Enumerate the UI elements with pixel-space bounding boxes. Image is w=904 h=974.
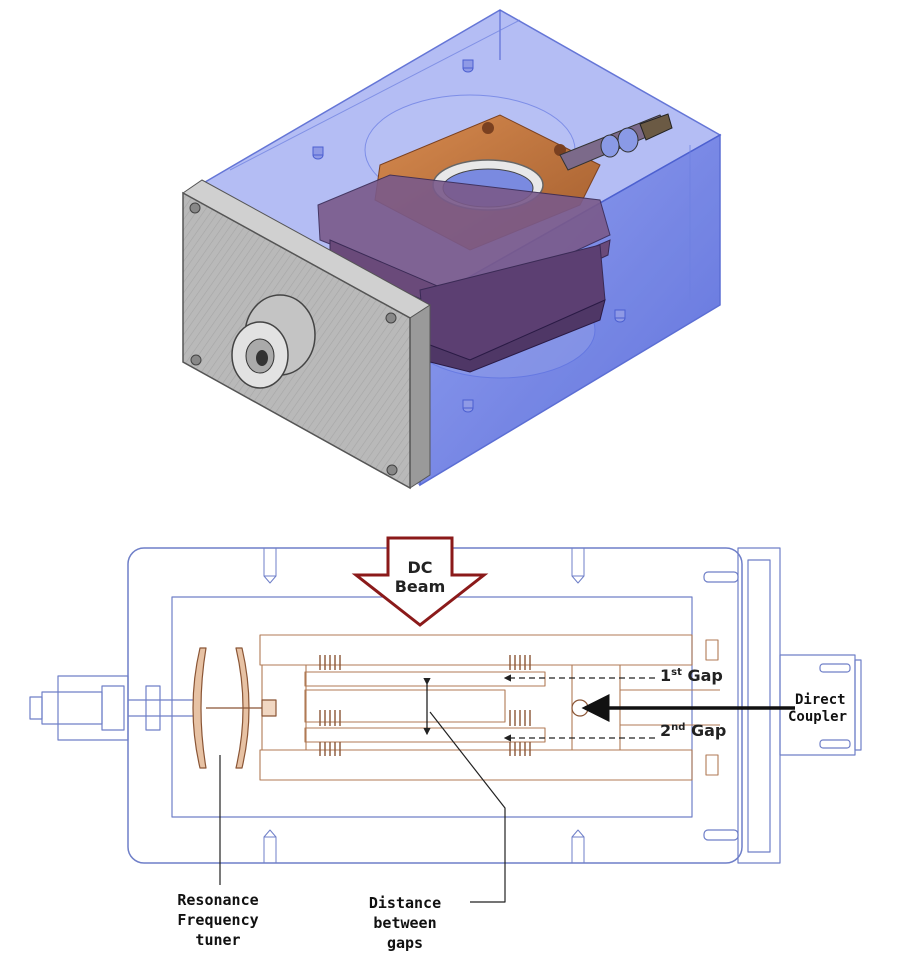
gap1-label: 1st Gap	[660, 666, 723, 685]
spring-stacks	[319, 655, 531, 756]
end-plate-3d	[182, 179, 431, 490]
dc-beam-arrow: DC Beam	[351, 536, 489, 627]
housing-bolts	[263, 547, 585, 864]
tuner-label-1: Resonance	[177, 891, 258, 909]
dc-beam-label-1: DC	[407, 558, 432, 577]
tuner-label-2: Frequency	[177, 911, 258, 929]
3d-render	[182, 9, 722, 490]
tuner-label-3: tuner	[195, 931, 240, 949]
distance-label-2: between	[373, 914, 436, 932]
distance-leader	[429, 711, 506, 903]
gap-plates	[317, 174, 611, 373]
coupler-rod-3d	[559, 113, 673, 171]
coupler-label-2: Coupler	[788, 709, 847, 725]
end-plate-outline	[703, 547, 862, 864]
distance-label-1: Distance	[369, 894, 441, 912]
gap2-label: 2nd Gap	[660, 721, 726, 740]
tuner-shaft-outline	[29, 675, 200, 741]
dc-beam-label-2: Beam	[395, 577, 446, 596]
coupler-label-1: Direct	[795, 692, 846, 708]
distance-label-3: gaps	[387, 934, 423, 952]
tuner-discs	[192, 647, 277, 769]
